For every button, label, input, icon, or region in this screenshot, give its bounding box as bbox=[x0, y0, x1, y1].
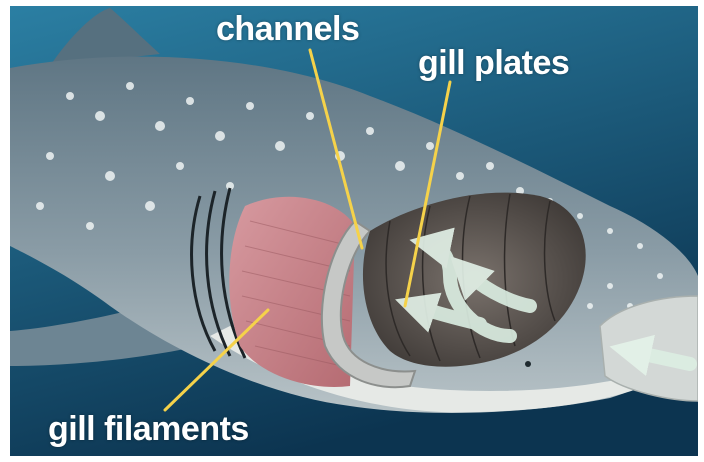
label-channels: channels bbox=[216, 10, 359, 49]
whale-shark-illustration bbox=[10, 6, 698, 456]
label-gill-plates: gill plates bbox=[418, 44, 569, 83]
shark-eye bbox=[525, 361, 531, 367]
label-gill-filaments: gill filaments bbox=[48, 410, 249, 449]
diagram-canvas: channels gill plates gill filaments bbox=[10, 6, 698, 456]
